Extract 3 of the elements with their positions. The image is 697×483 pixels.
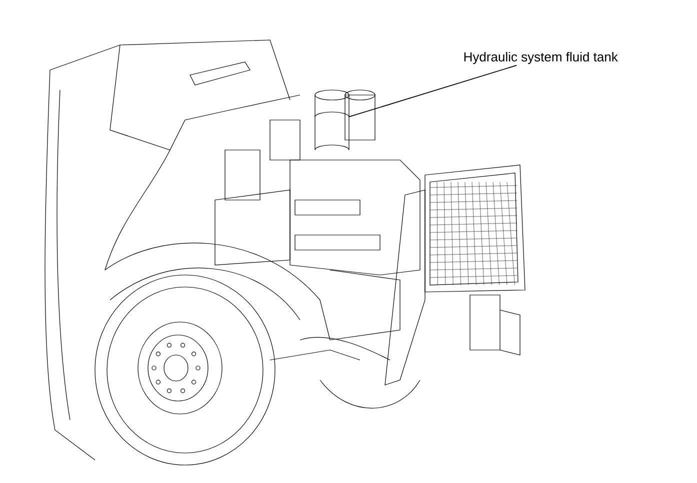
tank-drawing: [314, 90, 350, 150]
callout-label: Hydraulic system fluid tank: [464, 52, 618, 64]
leader-line: [348, 64, 518, 118]
